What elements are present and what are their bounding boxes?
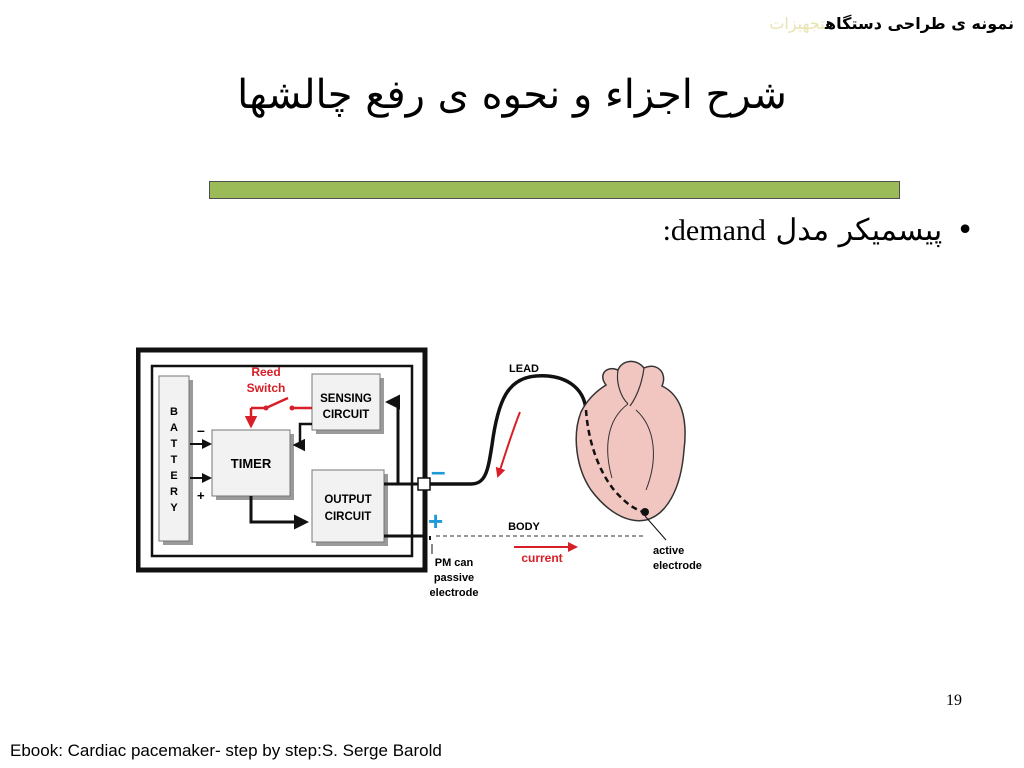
timer-label: TIMER [231, 456, 272, 471]
title-divider-bar [209, 181, 900, 199]
pacemaker-diagram: B A T T E R Y – + TIMER SENSING CIRCUIT … [135, 340, 736, 610]
pm-can-label-line2: passive [434, 572, 474, 584]
bullet-text-persian: پیسمیکر مدل [775, 213, 943, 248]
heart-illustration [575, 360, 686, 522]
battery-letter: R [170, 486, 178, 498]
battery-block: B A T T E R Y [158, 375, 193, 545]
sensing-circuit-block: SENSING CIRCUIT [311, 373, 384, 434]
header-title-main: نمونه ی طراحی دستگاه [825, 14, 1014, 33]
reed-switch-label-line1: Reed [251, 365, 280, 379]
lead-label: LEAD [509, 363, 539, 375]
output-label-line1: OUTPUT [324, 494, 371, 506]
body-label: BODY [508, 521, 540, 533]
timer-block: TIMER [211, 429, 294, 500]
bullet-symbol: • [956, 213, 974, 248]
battery-plus-label: + [197, 488, 205, 503]
pm-can-label-line3: electrode [430, 587, 479, 599]
active-electrode-label-line1: active [653, 545, 684, 557]
pm-can-label-line1: PM can [435, 557, 474, 569]
bullet-item: • پیسمیکر مدل :demand [663, 213, 974, 248]
page-number: 19 [946, 692, 962, 709]
bullet-text-latin: :demand [662, 214, 766, 247]
active-electrode-label-line2: electrode [653, 560, 702, 572]
output-label-line2: CIRCUIT [325, 511, 372, 523]
lead-wire [430, 374, 588, 486]
plus-polarity: + [428, 506, 443, 536]
output-circuit-block: OUTPUT CIRCUIT [311, 469, 388, 546]
battery-letter: T [171, 438, 178, 450]
reed-switch-label-line2: Switch [247, 381, 286, 395]
battery-letter: A [170, 422, 178, 434]
header-title: نمونه ی طراحی دستگاهتجهیزات [769, 14, 1014, 33]
battery-minus-label: – [197, 422, 205, 438]
current-label: current [521, 551, 562, 565]
battery-letter: T [171, 454, 178, 466]
battery-letter: E [170, 470, 177, 482]
header-title-faint: تجهیزات [769, 14, 826, 33]
sensing-label-line2: CIRCUIT [323, 409, 370, 421]
battery-letter: B [170, 406, 178, 418]
lead-connector [417, 477, 431, 491]
source-caption: Ebook: Cardiac pacemaker- step by step:S… [10, 741, 442, 760]
pacemaker-inner-frame [150, 364, 414, 558]
battery-letter: Y [170, 502, 178, 514]
minus-polarity: – [431, 456, 445, 486]
sensing-label-line1: SENSING [320, 393, 372, 405]
reed-switch: Reed Switch [244, 365, 312, 429]
slide-title: شرح اجزاء و نحوه ی رفع چالشها [237, 72, 787, 118]
